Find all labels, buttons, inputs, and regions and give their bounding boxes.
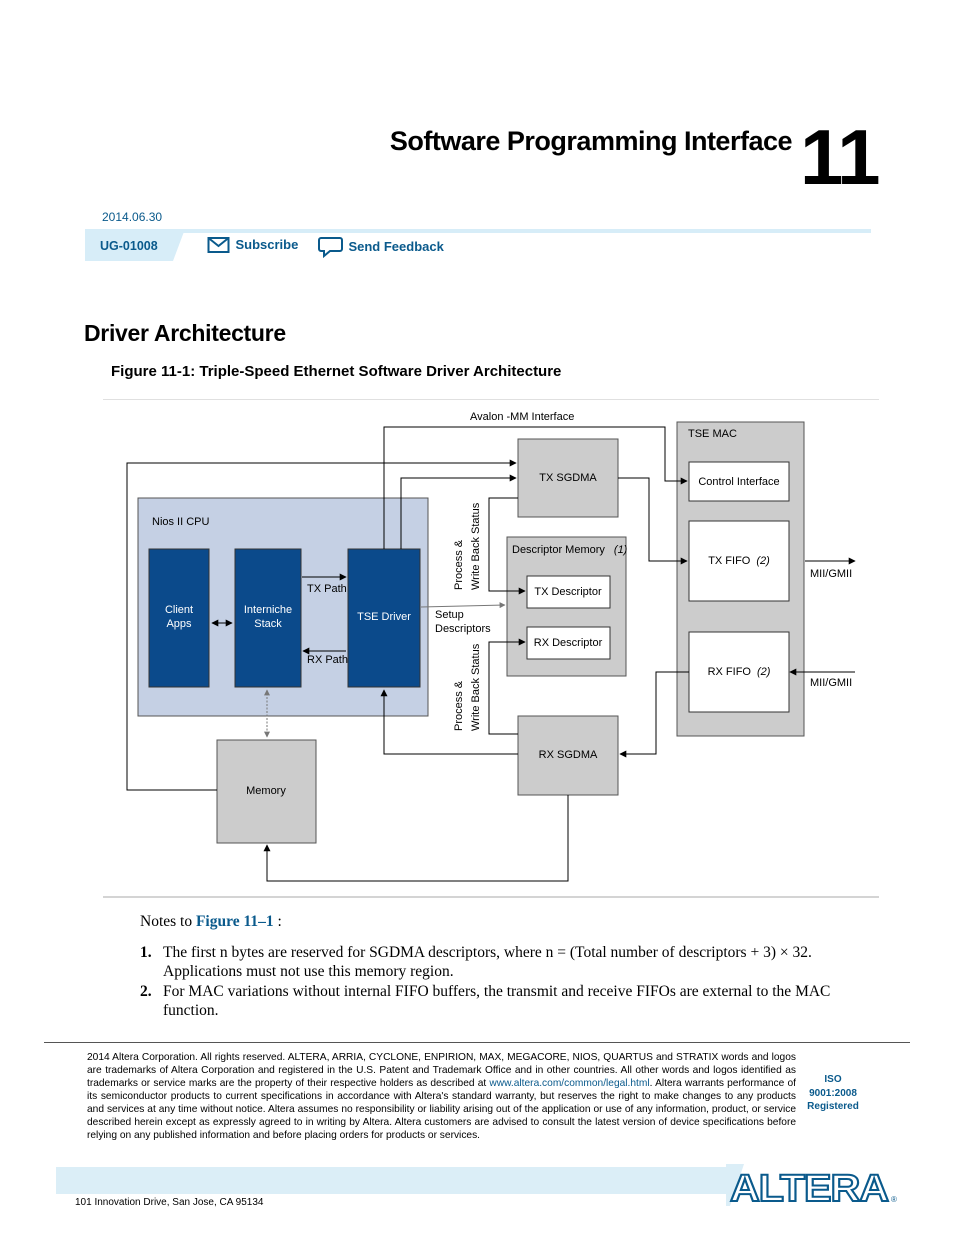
altera-logo: ALTERA ® (726, 1164, 897, 1206)
memory-tx-sgdma-line (126, 459, 517, 791)
tx-process-line1: Process & (453, 539, 465, 590)
interniche-stack-block (234, 548, 302, 688)
descriptor-memory-note: (1) (614, 544, 628, 556)
company-address: 101 Innovation Drive, San Jose, CA 95134 (75, 1197, 264, 1208)
setup-line2: Descriptors (435, 623, 491, 635)
legal-text-2: . Altera warrants performance of its sem… (87, 1078, 796, 1141)
descriptor-memory-label: Descriptor Memory (1) (512, 544, 628, 556)
tx-sgdma-fifo-line (618, 477, 688, 565)
tx-descriptor-label: TX Descriptor (534, 586, 602, 598)
rx-sgdma-memory-line (263, 795, 569, 882)
control-interface-block (688, 461, 790, 502)
rx-descriptor-block (526, 626, 611, 660)
control-interface-label: Control Interface (698, 476, 779, 488)
tse-mac-label: TSE MAC (688, 428, 737, 440)
tx-sgdma-label: TX SGDMA (539, 472, 597, 484)
avalon-mm-line (383, 426, 688, 549)
notes-suffix: : (277, 913, 282, 930)
speech-bubble-icon (318, 237, 343, 259)
memory-label: Memory (246, 785, 286, 797)
rx-fifo-sgdma-line (619, 671, 689, 758)
note-item-1: 1. The first n bytes are reserved for SG… (140, 943, 880, 981)
rx-fifo-note: (2) (757, 666, 771, 678)
document-id-band (85, 229, 871, 261)
chapter-title: Software Programming Interface (389, 126, 793, 156)
note-text: The first n bytes are reserved for SGDMA… (163, 944, 812, 980)
iso-line3: Registered (807, 1101, 859, 1112)
envelope-icon (207, 237, 230, 253)
mii-gmii-rx-label: MII/GMII (810, 677, 852, 689)
setup-descriptors-arrow (420, 602, 506, 609)
legal-text-1: 2014 Altera Corporation. All rights rese… (87, 1052, 796, 1089)
send-feedback-label: Send Feedback (348, 239, 444, 255)
iso-line1: ISO (824, 1074, 842, 1085)
driver-tx-sgdma-line (400, 474, 517, 549)
rx-process-line1: Process & (453, 680, 465, 731)
revision-date: 2014.06.30 (102, 210, 163, 224)
tx-process-label: Process & Write Back Status (453, 502, 482, 590)
figure-top-rule (103, 399, 879, 400)
figure-notes-heading: Notes to Figure 11–1 : (140, 913, 282, 931)
rx-sgdma-label: RX SGDMA (539, 749, 598, 761)
iso-line2: 9001:2008 (809, 1087, 857, 1099)
note-text: For MAC variations without internal FIFO… (163, 983, 831, 1019)
memory-block (216, 739, 317, 844)
rx-descriptor-label: RX Descriptor (534, 637, 603, 649)
rx-fifo-block (688, 631, 790, 713)
rx-fifo-text: RX FIFO (708, 666, 752, 678)
chapter-number: 11 (800, 113, 880, 201)
descriptor-memory-text: Descriptor Memory (512, 544, 605, 556)
note-number: 2. (140, 983, 152, 1000)
rx-path-label: RX Path (307, 654, 348, 666)
tse-driver-label: TSE Driver (357, 611, 411, 623)
tse-driver-block (347, 548, 421, 688)
legal-notice: 2014 Altera Corporation. All rights rese… (87, 1051, 796, 1142)
driver-architecture-diagram: TSE MAC Control Interface TX FIFO (2) RX … (126, 411, 856, 882)
nios-cpu-label: Nios II CPU (152, 516, 210, 528)
legal-link[interactable]: www.altera.com/common/legal.html (489, 1078, 650, 1089)
subscribe-link[interactable]: Subscribe (207, 236, 298, 254)
rx-process-label: Process & Write Back Status (453, 643, 482, 731)
document-id: UG-01008 (100, 239, 158, 253)
tx-path-label: TX Path (307, 583, 347, 595)
note-item-2: 2. For MAC variations without internal F… (140, 982, 880, 1020)
client-apps-block (148, 548, 210, 688)
setup-line1: Setup (435, 609, 464, 621)
rx-process-line2: Write Back Status (470, 643, 482, 731)
note-number: 1. (140, 944, 152, 961)
client-apps-line1: Client (165, 604, 193, 616)
tx-fifo-label: TX FIFO (2) (708, 555, 770, 567)
figure-caption: Figure 11-1: Triple-Speed Ethernet Softw… (111, 363, 562, 380)
send-feedback-link[interactable]: Send Feedback (318, 236, 444, 259)
tx-sgdma-block (517, 438, 619, 518)
tx-fifo-block (688, 520, 790, 602)
altera-logo-text: ALTERA (730, 1168, 889, 1206)
tx-descriptor-block (526, 575, 611, 609)
rx-fifo-label: RX FIFO (2) (708, 666, 771, 678)
interniche-line2: Stack (254, 618, 282, 630)
footer-band (56, 1167, 726, 1194)
figure-bottom-rule (103, 896, 879, 898)
client-apps-line2: Apps (166, 618, 192, 630)
tx-process-line2: Write Back Status (470, 502, 482, 590)
interniche-line1: Interniche (244, 604, 292, 616)
tx-fifo-note: (2) (756, 555, 770, 567)
figure-link[interactable]: Figure 11–1 (195, 913, 274, 930)
rx-sgdma-driver-line (380, 689, 518, 755)
tx-fifo-text: TX FIFO (708, 555, 751, 567)
section-title: Driver Architecture (84, 320, 286, 346)
subscribe-label: Subscribe (235, 237, 299, 253)
registered-mark: ® (891, 1195, 897, 1204)
rx-sgdma-block (517, 715, 619, 796)
tx-process-status-line (488, 497, 526, 595)
rx-process-status-line (488, 638, 526, 735)
iso-registration: ISO 9001:2008 Registered (806, 1073, 860, 1114)
footer-divider (44, 1042, 910, 1043)
avalon-mm-label: Avalon -MM Interface (470, 411, 574, 423)
mii-gmii-tx-label: MII/GMII (810, 568, 852, 580)
notes-prefix: Notes to (140, 913, 193, 930)
